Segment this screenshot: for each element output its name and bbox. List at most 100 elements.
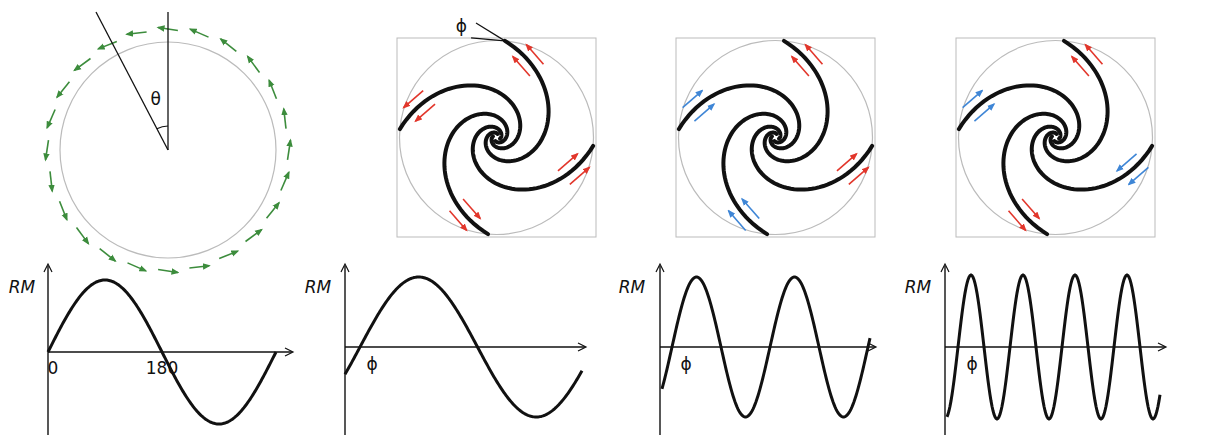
field-arrow: [284, 109, 286, 129]
field-arrow: [694, 104, 714, 121]
axis-head: [44, 264, 52, 272]
field-arrow: [288, 140, 291, 160]
tick-label: 180: [146, 360, 178, 377]
field-arrow: [570, 167, 590, 184]
axis-head: [578, 343, 586, 351]
field-arrow: [74, 58, 90, 70]
phase-symbol: ϕ: [366, 356, 377, 373]
rm-plot: [44, 264, 293, 435]
reference-line: [167, 12, 168, 150]
field-arrow: [57, 82, 69, 98]
field-arrow: [683, 91, 703, 108]
field-arrow: [221, 39, 237, 51]
ring-panel: [46, 12, 291, 272]
field-arrow: [792, 56, 809, 76]
field-arrow: [248, 56, 260, 72]
field-arrow: [526, 45, 543, 65]
galaxy-edge: [400, 41, 594, 235]
rm-plot: [656, 264, 876, 435]
axis-head: [285, 348, 293, 356]
field-arrow: [1085, 45, 1102, 65]
axis-title: RM: [9, 279, 35, 296]
angle-symbol: θ: [150, 91, 160, 108]
axis-head: [941, 264, 949, 272]
field-arrow: [47, 110, 55, 128]
phase-symbol: ϕ: [680, 356, 691, 373]
field-arrow: [269, 80, 276, 99]
galaxy-edge: [679, 41, 873, 235]
field-arrow: [742, 199, 759, 219]
field-arrow: [729, 211, 746, 231]
axis-title: RM: [619, 279, 645, 296]
rm-plot: [341, 264, 586, 435]
rm-curve: [48, 280, 276, 424]
x-axis: [48, 351, 292, 352]
spiral-arm: [1003, 114, 1066, 234]
field-arrow: [158, 270, 178, 273]
field-arrow: [219, 251, 238, 258]
spiral-arm: [400, 85, 520, 148]
field-arrow: [1072, 56, 1089, 76]
axis-head: [341, 264, 349, 272]
axis-title: RM: [905, 279, 931, 296]
field-arrow: [267, 203, 279, 219]
axis-title: RM: [305, 279, 331, 296]
field-arrow: [450, 211, 467, 231]
axis-head: [656, 264, 664, 272]
panel-frame: [676, 38, 875, 237]
field-arrow: [963, 91, 983, 108]
spiral-arm: [679, 85, 799, 148]
field-arrow: [190, 29, 208, 37]
rm-plot: [941, 264, 1166, 435]
field-arrow: [128, 263, 146, 271]
field-arrow: [189, 266, 209, 268]
spiral-arm: [444, 114, 507, 234]
tangent-line: [471, 38, 505, 41]
field-arrow: [415, 104, 435, 121]
y-axis: [659, 266, 660, 435]
field-arrow: [127, 32, 147, 34]
field-arrow: [404, 91, 424, 108]
spiral-arm: [723, 114, 786, 234]
field-arrow: [1129, 167, 1149, 184]
rm-curve: [947, 275, 1160, 419]
field-arrow: [50, 171, 52, 191]
field-arrow: [60, 201, 67, 220]
field-arrow: [1009, 211, 1026, 231]
spiral-panel: [397, 23, 596, 237]
field-arrow: [849, 167, 869, 184]
field-arrow: [974, 104, 994, 121]
angle-line: [96, 12, 168, 150]
field-arrow: [100, 249, 116, 261]
field-arrow: [805, 45, 822, 65]
panel-frame: [397, 38, 596, 237]
y-axis: [344, 266, 345, 435]
galaxy-edge: [959, 41, 1153, 235]
tick-label: 0: [48, 360, 59, 377]
x-axis: [660, 346, 875, 347]
axis-head: [1158, 343, 1166, 351]
field-arrow: [76, 228, 88, 244]
field-arrow: [558, 154, 578, 171]
rm-curve: [345, 277, 582, 417]
field-arrow: [46, 140, 49, 160]
x-axis: [945, 346, 1165, 347]
rm-curve: [662, 277, 870, 417]
field-arrow: [1117, 154, 1137, 171]
phase-symbol: ϕ: [966, 356, 977, 373]
spiral-panel: [956, 38, 1155, 237]
field-arrow: [837, 154, 857, 171]
field-arrow: [281, 172, 289, 190]
field-arrow: [513, 56, 530, 76]
field-arrow: [1022, 199, 1039, 219]
x-axis: [345, 346, 585, 347]
angle-arc: [157, 126, 168, 129]
y-axis: [944, 266, 945, 435]
pitch-angle-symbol: ϕ: [456, 18, 467, 35]
spiral-arm: [959, 85, 1079, 148]
panel-frame: [956, 38, 1155, 237]
spiral-panel: [676, 38, 875, 237]
